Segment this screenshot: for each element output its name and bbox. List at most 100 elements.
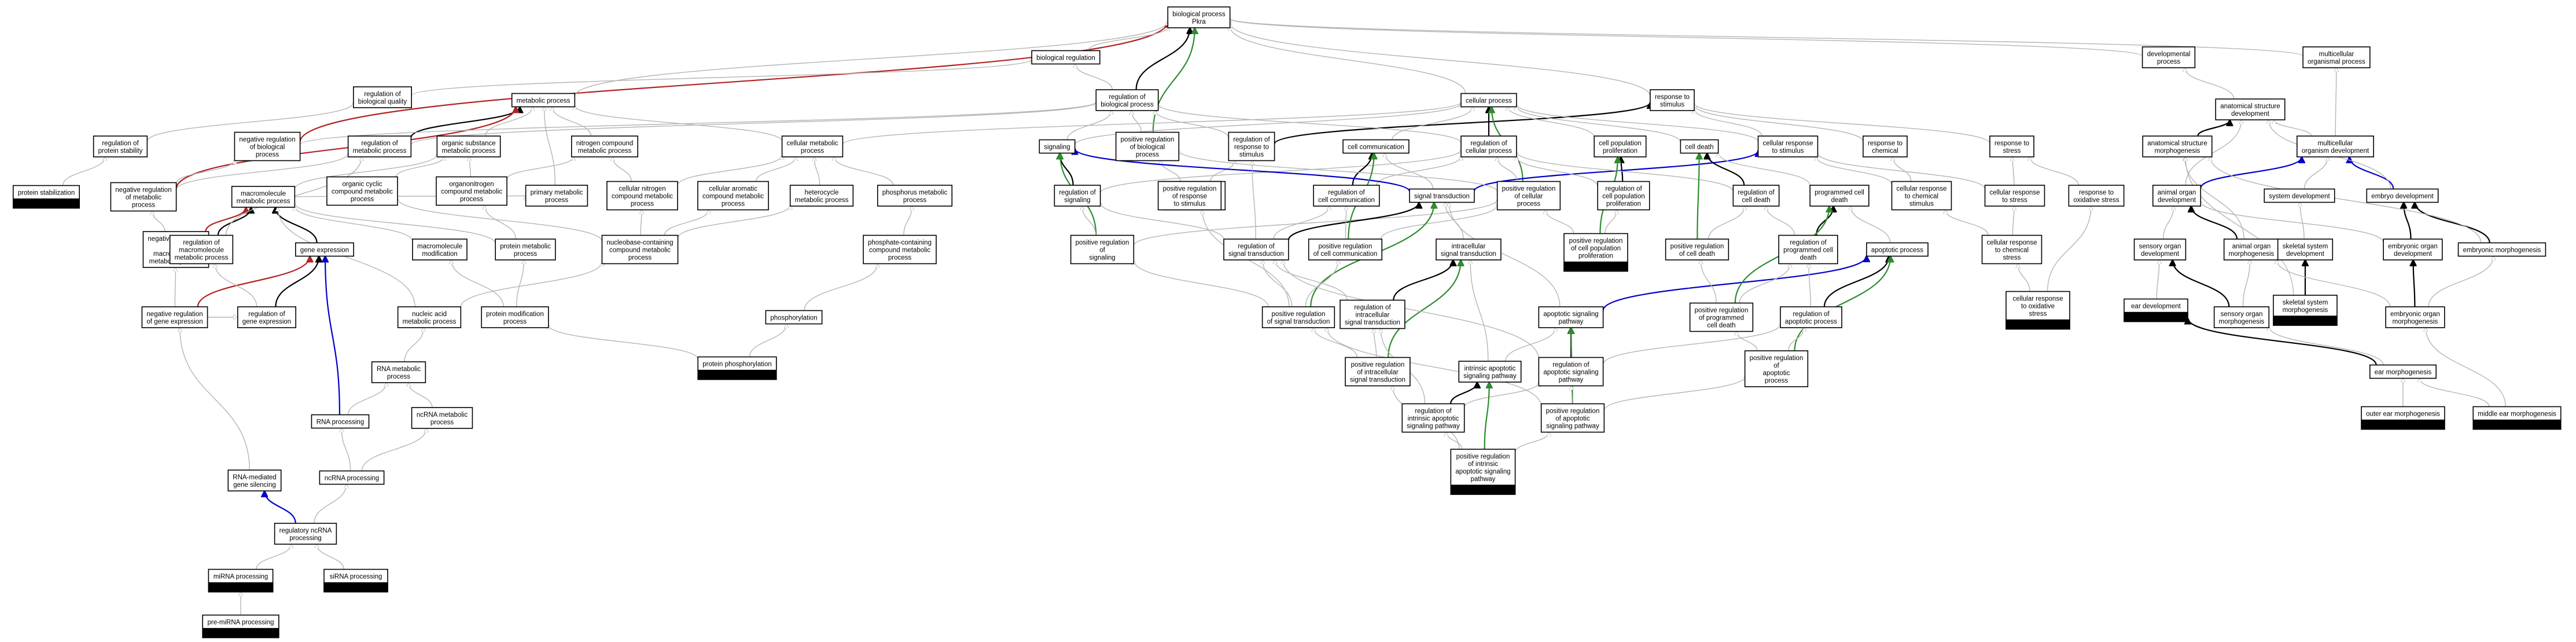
go-term-signaling[interactable]: signaling (1039, 139, 1076, 154)
go-term-cellproc[interactable]: cellular process (1460, 93, 1517, 108)
go-term-apop[interactable]: apoptotic process (1866, 242, 1929, 257)
go-term-cellcomm[interactable]: cell communication (1342, 139, 1410, 154)
go-term-embdev[interactable]: embryo development (2366, 188, 2439, 203)
go-term-geneexp[interactable]: gene expression (295, 242, 354, 257)
go-term-celldeath[interactable]: cell death (1680, 139, 1719, 154)
go-term-sigtrans[interactable]: signal transduction (1409, 188, 1475, 203)
go-term-bioreg[interactable]: biological regulation (1031, 50, 1101, 65)
go-term-earmorph[interactable]: ear morphogenesis (2369, 364, 2437, 379)
go-term-embryonicmorph[interactable]: embryonic morphogenesis (2457, 242, 2546, 257)
go-term-rnaproc[interactable]: RNA processing (311, 414, 370, 429)
go-term-metproc[interactable]: metabolic process (511, 93, 576, 108)
go-term-ncrnaproc[interactable]: ncRNA processing (319, 470, 385, 485)
go-term-phosph[interactable]: phosphorylation (765, 310, 823, 325)
